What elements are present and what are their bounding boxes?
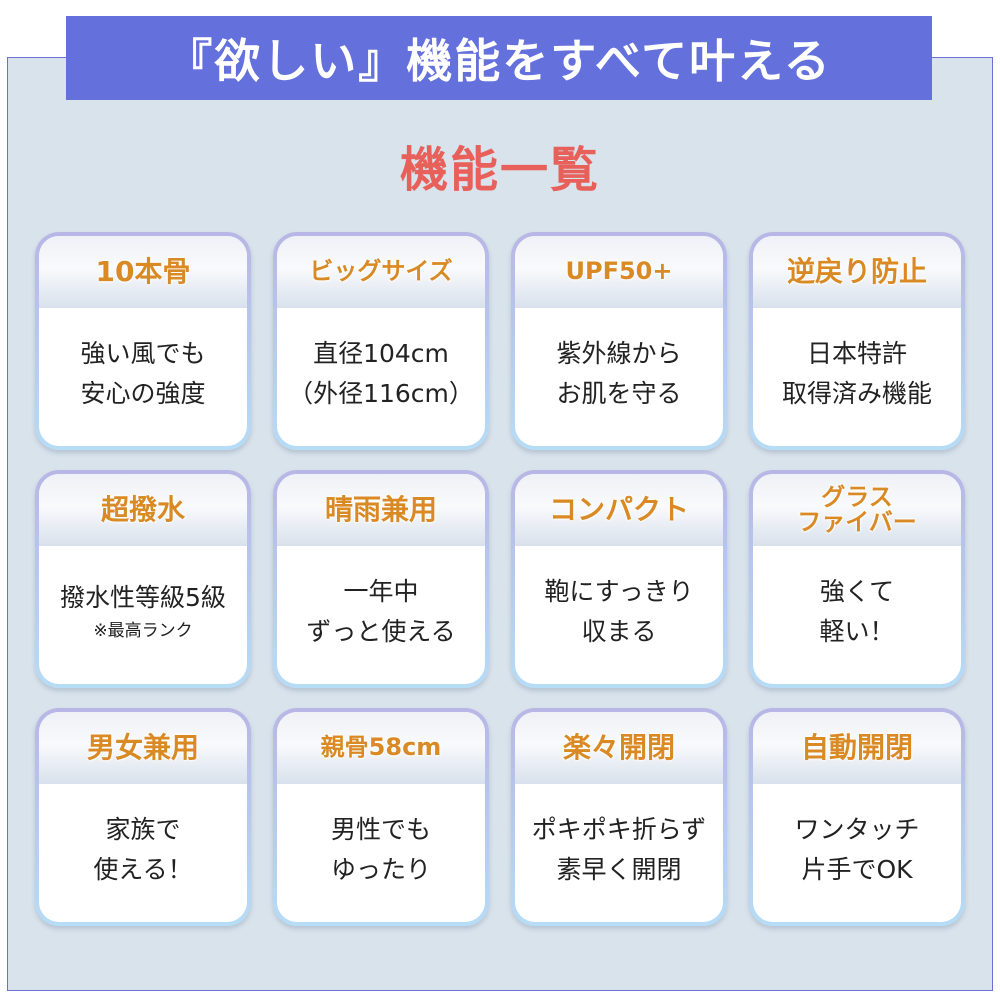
feature-description-line: 撥水性等級5級	[60, 583, 226, 613]
feature-description-line: ゆったり	[330, 855, 431, 884]
feature-card-inner: グラス ファイバー強くて軽い！	[753, 474, 961, 684]
feature-description: 鞄にすっきり収まる	[515, 546, 723, 684]
feature-card-inner: ビッグサイズ直径104cm （外径116cm）	[277, 236, 485, 446]
feature-card: 晴雨兼用一年中ずっと使える	[273, 470, 489, 688]
feature-card: UPF50+紫外線からお肌を守る	[511, 232, 727, 450]
feature-description: 一年中ずっと使える	[277, 546, 485, 684]
feature-card-inner: 楽々開閉ポキポキ折らず素早く開閉	[515, 712, 723, 922]
feature-description-line: 日本特許	[806, 339, 907, 368]
feature-title: ビッグサイズ	[277, 236, 485, 308]
feature-card: 楽々開閉ポキポキ折らず素早く開閉	[511, 708, 727, 926]
feature-description-line: 紫外線から	[556, 339, 682, 368]
feature-description-line: 軽い！	[819, 617, 895, 646]
feature-description-line: 家族で	[105, 815, 181, 844]
feature-description-line: ずっと使える	[306, 617, 456, 646]
feature-card: コンパクト鞄にすっきり収まる	[511, 470, 727, 688]
feature-card: 男女兼用家族で使える！	[35, 708, 251, 926]
feature-description-line: ワンタッチ	[794, 815, 920, 844]
feature-card-inner: 自動開閉ワンタッチ片手でOK	[753, 712, 961, 922]
feature-title: 10本骨	[39, 236, 247, 308]
feature-description: 紫外線からお肌を守る	[515, 308, 723, 446]
feature-list-heading: 機能一覧	[399, 142, 600, 198]
feature-card: ビッグサイズ直径104cm （外径116cm）	[273, 232, 489, 450]
feature-card-inner: 逆戻り防止日本特許取得済み機能	[753, 236, 961, 446]
feature-description-line: 片手でOK	[801, 855, 913, 884]
feature-description-line: 素早く開閉	[556, 855, 682, 884]
feature-description: 男性でもゆったり	[277, 784, 485, 922]
feature-grid: 10本骨強い風でも安心の強度ビッグサイズ直径104cm（外径116cm）UPF5…	[35, 232, 965, 926]
feature-card-inner: 晴雨兼用一年中ずっと使える	[277, 474, 485, 684]
feature-title: 晴雨兼用	[277, 474, 485, 546]
feature-description: 強い風でも安心の強度	[39, 308, 247, 446]
feature-description-line: 強い風でも	[80, 339, 206, 368]
feature-card: 超撥水撥水性等級5級 ※最高ランク	[35, 470, 251, 688]
feature-description: 撥水性等級5級 ※最高ランク	[39, 546, 247, 684]
feature-description-line: 直径104cm	[313, 339, 449, 368]
feature-card: 逆戻り防止日本特許取得済み機能	[749, 232, 965, 450]
feature-description-line: ポキポキ折らず	[531, 815, 707, 844]
feature-card-inner: 超撥水撥水性等級5級 ※最高ランク	[39, 474, 247, 684]
feature-title: UPF50+	[515, 236, 723, 308]
feature-description-line: 男性でも	[330, 815, 431, 844]
feature-title: 楽々開閉	[515, 712, 723, 784]
feature-description: 強くて軽い！	[753, 546, 961, 684]
feature-description-line: 鞄にすっきり	[544, 577, 694, 606]
feature-description-line: 収まる	[581, 617, 657, 646]
feature-description-line: 一年中	[343, 577, 419, 606]
feature-description-line: お肌を守る	[556, 379, 682, 408]
feature-title: グラス ファイバー	[753, 474, 961, 546]
feature-description: ワンタッチ片手でOK	[753, 784, 961, 922]
feature-description: 直径104cm （外径116cm）	[277, 308, 485, 446]
feature-card-inner: コンパクト鞄にすっきり収まる	[515, 474, 723, 684]
feature-title: 自動開閉	[753, 712, 961, 784]
feature-card-inner: UPF50+紫外線からお肌を守る	[515, 236, 723, 446]
feature-card: グラス ファイバー強くて軽い！	[749, 470, 965, 688]
feature-description-line: 使える！	[93, 855, 193, 884]
feature-description-line: 安心の強度	[80, 379, 206, 408]
feature-title: 超撥水	[39, 474, 247, 546]
feature-card-inner: 男女兼用家族で使える！	[39, 712, 247, 922]
feature-description-line: （外径116cm）	[288, 379, 474, 408]
feature-description: 日本特許取得済み機能	[753, 308, 961, 446]
feature-title: 親骨58cm	[277, 712, 485, 784]
feature-description-line: 取得済み機能	[781, 379, 932, 408]
feature-description: 家族で使える！	[39, 784, 247, 922]
feature-note: ※最高ランク	[93, 621, 193, 642]
feature-title: 逆戻り防止	[753, 236, 961, 308]
feature-title: 男女兼用	[39, 712, 247, 784]
title-banner: 『欲しい』機能をすべて叶える	[66, 16, 932, 100]
feature-title: コンパクト	[515, 474, 723, 546]
feature-card-inner: 10本骨強い風でも安心の強度	[39, 236, 247, 446]
feature-card: 10本骨強い風でも安心の強度	[35, 232, 251, 450]
feature-description: ポキポキ折らず素早く開閉	[515, 784, 723, 922]
feature-description-line: 強くて	[819, 577, 895, 606]
feature-card: 自動開閉ワンタッチ片手でOK	[749, 708, 965, 926]
